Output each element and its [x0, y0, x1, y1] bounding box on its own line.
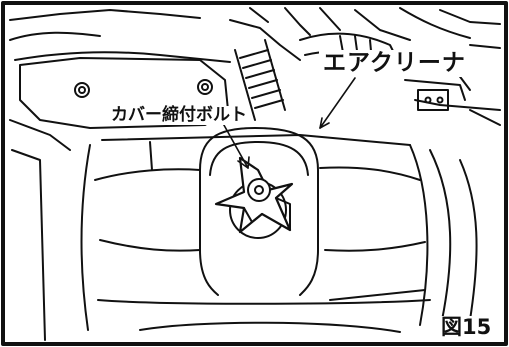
wing-bolt	[214, 156, 294, 234]
air-cleaner-label: エアクリーナ	[319, 50, 470, 77]
air-cleaner-cover	[80, 127, 478, 333]
figure-number: 図15	[438, 316, 495, 339]
cover-bolt-label: カバー締付ボルト	[108, 106, 250, 125]
left-rail	[9, 119, 71, 151]
right-bracket	[417, 89, 449, 111]
leader-lines	[219, 77, 356, 169]
